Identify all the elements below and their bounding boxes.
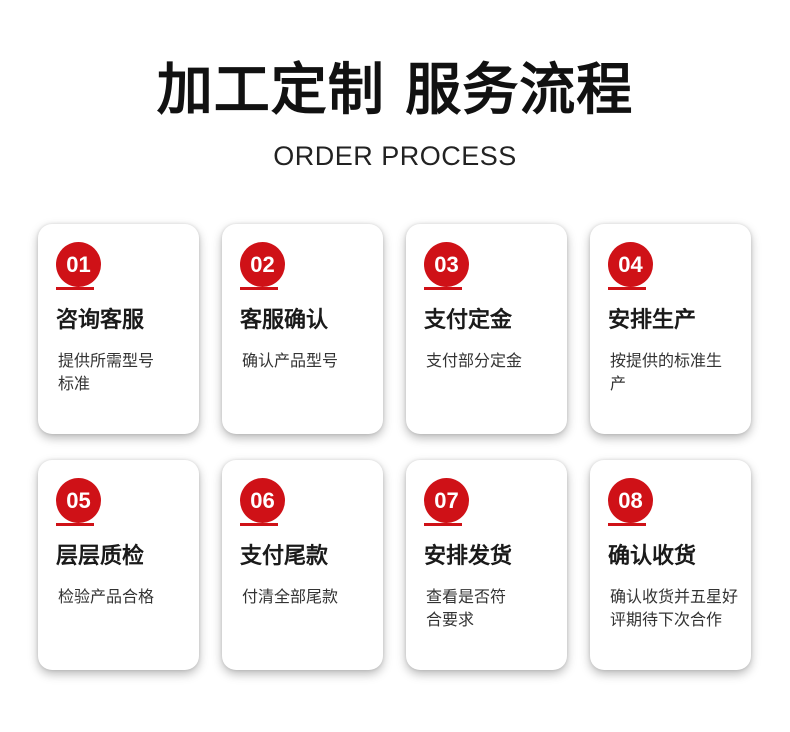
badge-underline bbox=[424, 523, 462, 526]
step-number-badge: 02 bbox=[240, 242, 285, 287]
page-title: 加工定制 服务流程 bbox=[156, 58, 634, 123]
step-card-08: 08 确认收货 确认收货并五星好评期待下次合作 bbox=[590, 460, 751, 670]
badge-underline bbox=[424, 287, 462, 290]
step-description: 检验产品合格 bbox=[58, 587, 155, 606]
step-number-badge: 05 bbox=[56, 478, 101, 523]
step-number-badge: 06 bbox=[240, 478, 285, 523]
step-description: 确认收货并五星好评期待下次合作 bbox=[610, 587, 739, 629]
step-title: 支付定金 bbox=[424, 308, 513, 333]
badge-underline bbox=[608, 287, 646, 290]
badge-underline bbox=[608, 523, 646, 526]
step-card-01: 01 咨询客服 提供所需型号标准 bbox=[38, 224, 199, 434]
step-card-02: 02 客服确认 确认产品型号 bbox=[222, 224, 383, 434]
step-number-badge: 07 bbox=[424, 478, 469, 523]
step-title: 安排发货 bbox=[424, 544, 513, 569]
step-card-07: 07 安排发货 查看是否符合要求 bbox=[406, 460, 567, 670]
step-description: 付清全部尾款 bbox=[242, 587, 339, 606]
step-title: 确认收货 bbox=[608, 544, 697, 569]
step-number-badge: 08 bbox=[608, 478, 653, 523]
badge-underline bbox=[56, 287, 94, 290]
step-description: 支付部分定金 bbox=[426, 351, 523, 370]
badge-underline bbox=[240, 287, 278, 290]
step-card-03: 03 支付定金 支付部分定金 bbox=[406, 224, 567, 434]
step-card-04: 04 安排生产 按提供的标准生产 bbox=[590, 224, 751, 434]
badge-underline bbox=[56, 523, 94, 526]
step-title: 支付尾款 bbox=[240, 544, 329, 569]
step-description: 查看是否符合要求 bbox=[426, 587, 507, 629]
badge-underline bbox=[240, 523, 278, 526]
page-subtitle: ORDER PROCESS bbox=[273, 141, 517, 171]
step-description: 按提供的标准生产 bbox=[610, 351, 723, 393]
step-title: 层层质检 bbox=[56, 544, 145, 569]
step-title: 安排生产 bbox=[608, 308, 697, 333]
step-title: 客服确认 bbox=[240, 308, 329, 333]
step-card-06: 06 支付尾款 付清全部尾款 bbox=[222, 460, 383, 670]
step-title: 咨询客服 bbox=[56, 308, 145, 333]
step-description: 确认产品型号 bbox=[242, 351, 339, 370]
step-number-badge: 04 bbox=[608, 242, 653, 287]
step-card-05: 05 层层质检 检验产品合格 bbox=[38, 460, 199, 670]
step-description: 提供所需型号标准 bbox=[58, 351, 155, 393]
step-number-badge: 03 bbox=[424, 242, 469, 287]
step-number-badge: 01 bbox=[56, 242, 101, 287]
